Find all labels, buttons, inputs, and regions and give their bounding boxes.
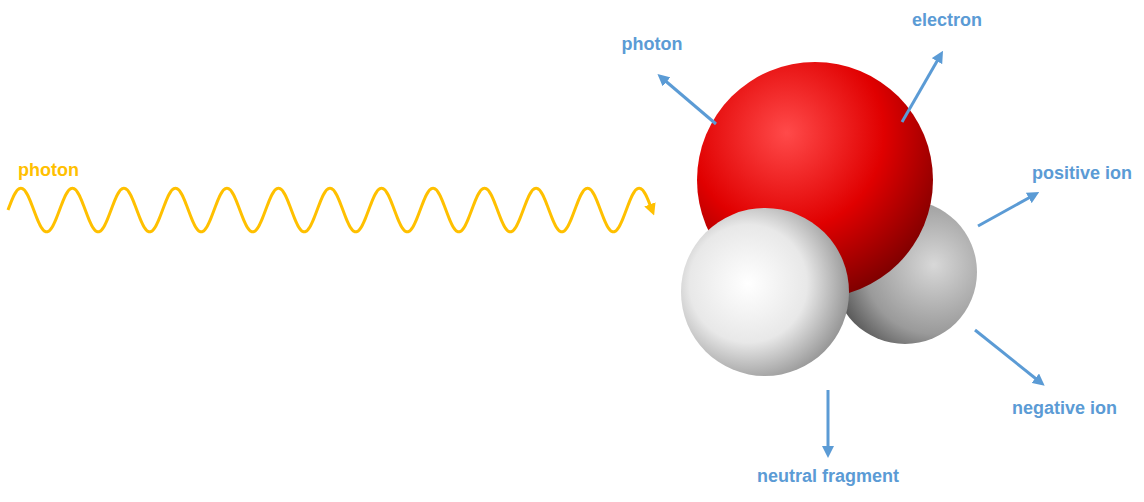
photon-wave	[8, 188, 652, 232]
electron-label: electron	[912, 10, 982, 32]
emission-arrow	[975, 330, 1040, 382]
emission-arrow	[902, 56, 940, 122]
neutral-fragment-label: neutral fragment	[757, 466, 899, 488]
emission-arrow	[978, 195, 1034, 226]
incoming-photon-label: photon	[18, 160, 79, 182]
hydrogen-atom	[681, 208, 849, 376]
emitted-photon-label: photon	[622, 34, 683, 56]
emission-arrow	[827, 390, 830, 452]
emission-arrow	[662, 78, 716, 124]
positive-ion-label: positive ion	[1032, 163, 1132, 185]
negative-ion-label: negative ion	[1012, 398, 1117, 420]
